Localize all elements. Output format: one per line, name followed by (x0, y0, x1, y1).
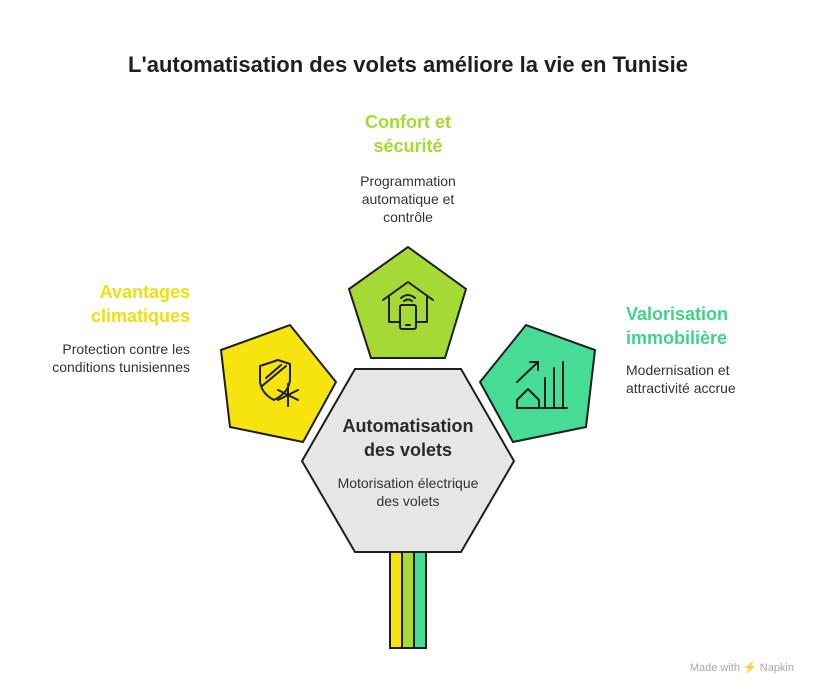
napkin-watermark: Made with ⚡ Napkin (689, 662, 794, 674)
immo-heading: Valorisation immobilière (626, 304, 729, 348)
page-title: L'automatisation des volets améliore la … (128, 52, 688, 77)
stem (389, 547, 427, 649)
immo-pentagon (478, 323, 597, 444)
climat-description: Protection contre les conditions tunisie… (52, 341, 190, 375)
climat-pentagon (219, 323, 338, 444)
immo-description: Modernisation et attractivité accrue (626, 362, 736, 396)
center-hexagon (300, 368, 516, 553)
confort-description: Programmation automatique et contrôle (360, 173, 456, 225)
smart-home-icon (382, 281, 434, 330)
center-description: Motorisation électrique des volets (337, 475, 479, 509)
confort-pentagon (347, 245, 468, 359)
confort-heading: Confort et sécurité (365, 112, 451, 156)
house-growth-chart-icon (516, 361, 568, 409)
climat-heading: Avantages climatiques (90, 282, 190, 326)
shield-snowflake-icon (259, 359, 299, 407)
center-title: Automatisation des volets (342, 416, 474, 460)
